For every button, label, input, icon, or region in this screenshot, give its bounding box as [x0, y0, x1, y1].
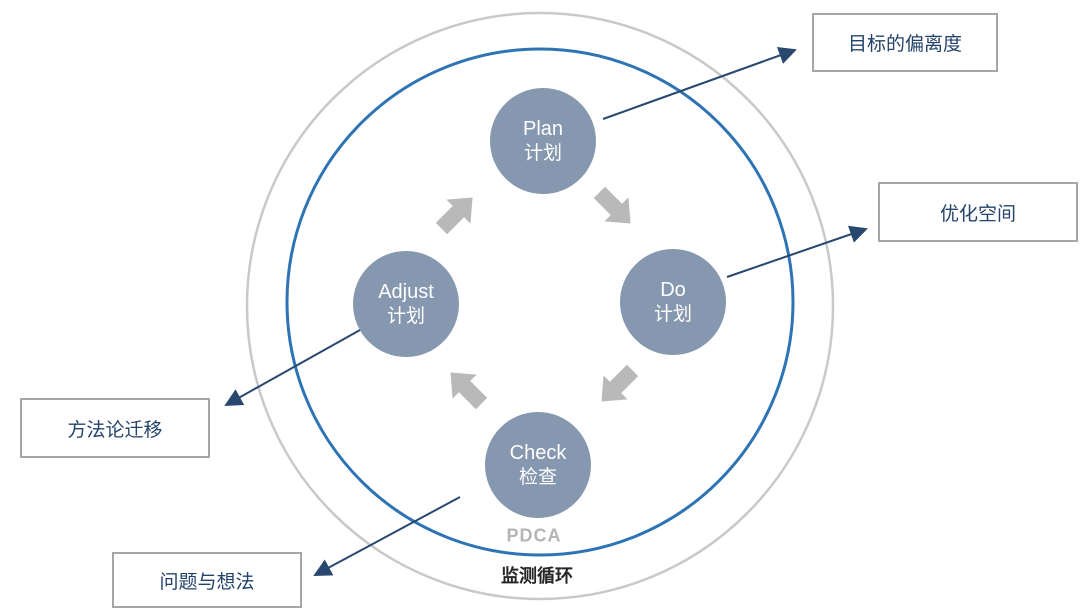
node-check-en: Check	[509, 441, 567, 464]
cycle-arrow-check-to-adjust	[450, 372, 488, 410]
cycle-arrow-do-to-check	[601, 364, 639, 402]
callout-optimization-room: 优化空间	[878, 182, 1078, 242]
callout-problems-ideas-label: 问题与想法	[159, 571, 255, 593]
node-check: Check 检查	[485, 412, 591, 518]
callout-problems-ideas: 问题与想法	[112, 552, 302, 608]
node-adjust-en: Adjust	[378, 280, 434, 303]
cycle-arrow-plan-to-do	[593, 186, 631, 224]
cycle-arrow-adjust-to-plan	[435, 197, 473, 235]
cycle-title: 监测循环	[501, 566, 573, 586]
node-adjust: Adjust 计划	[353, 251, 459, 357]
inner-ring	[285, 47, 795, 557]
outer-ring	[245, 11, 835, 601]
connector-check-to-problems-ideas	[313, 496, 461, 576]
node-plan: Plan 计划	[490, 88, 596, 194]
node-do-en: Do	[660, 278, 686, 301]
connector-adjust-to-methodology-transfer	[224, 329, 361, 406]
node-plan-zh: 计划	[523, 142, 562, 164]
callout-optimization-room-label: 优化空间	[939, 203, 1016, 225]
callout-methodology-transfer-label: 方法论迁移	[67, 419, 163, 441]
node-plan-en: Plan	[522, 117, 564, 140]
callout-methodology-transfer: 方法论迁移	[20, 398, 210, 458]
callout-target-deviation-label: 目标的偏离度	[847, 34, 962, 55]
node-do: Do 计划	[620, 249, 726, 355]
node-adjust-zh: 计划	[386, 305, 425, 327]
node-do-zh: 计划	[653, 303, 692, 325]
connector-do-to-optimization-room	[726, 225, 868, 278]
pdca-ring-label: PDCA	[506, 525, 562, 546]
callout-target-deviation: 目标的偏离度	[812, 13, 998, 72]
connector-plan-to-target-deviation	[602, 46, 797, 120]
node-check-zh: 检查	[518, 466, 557, 488]
